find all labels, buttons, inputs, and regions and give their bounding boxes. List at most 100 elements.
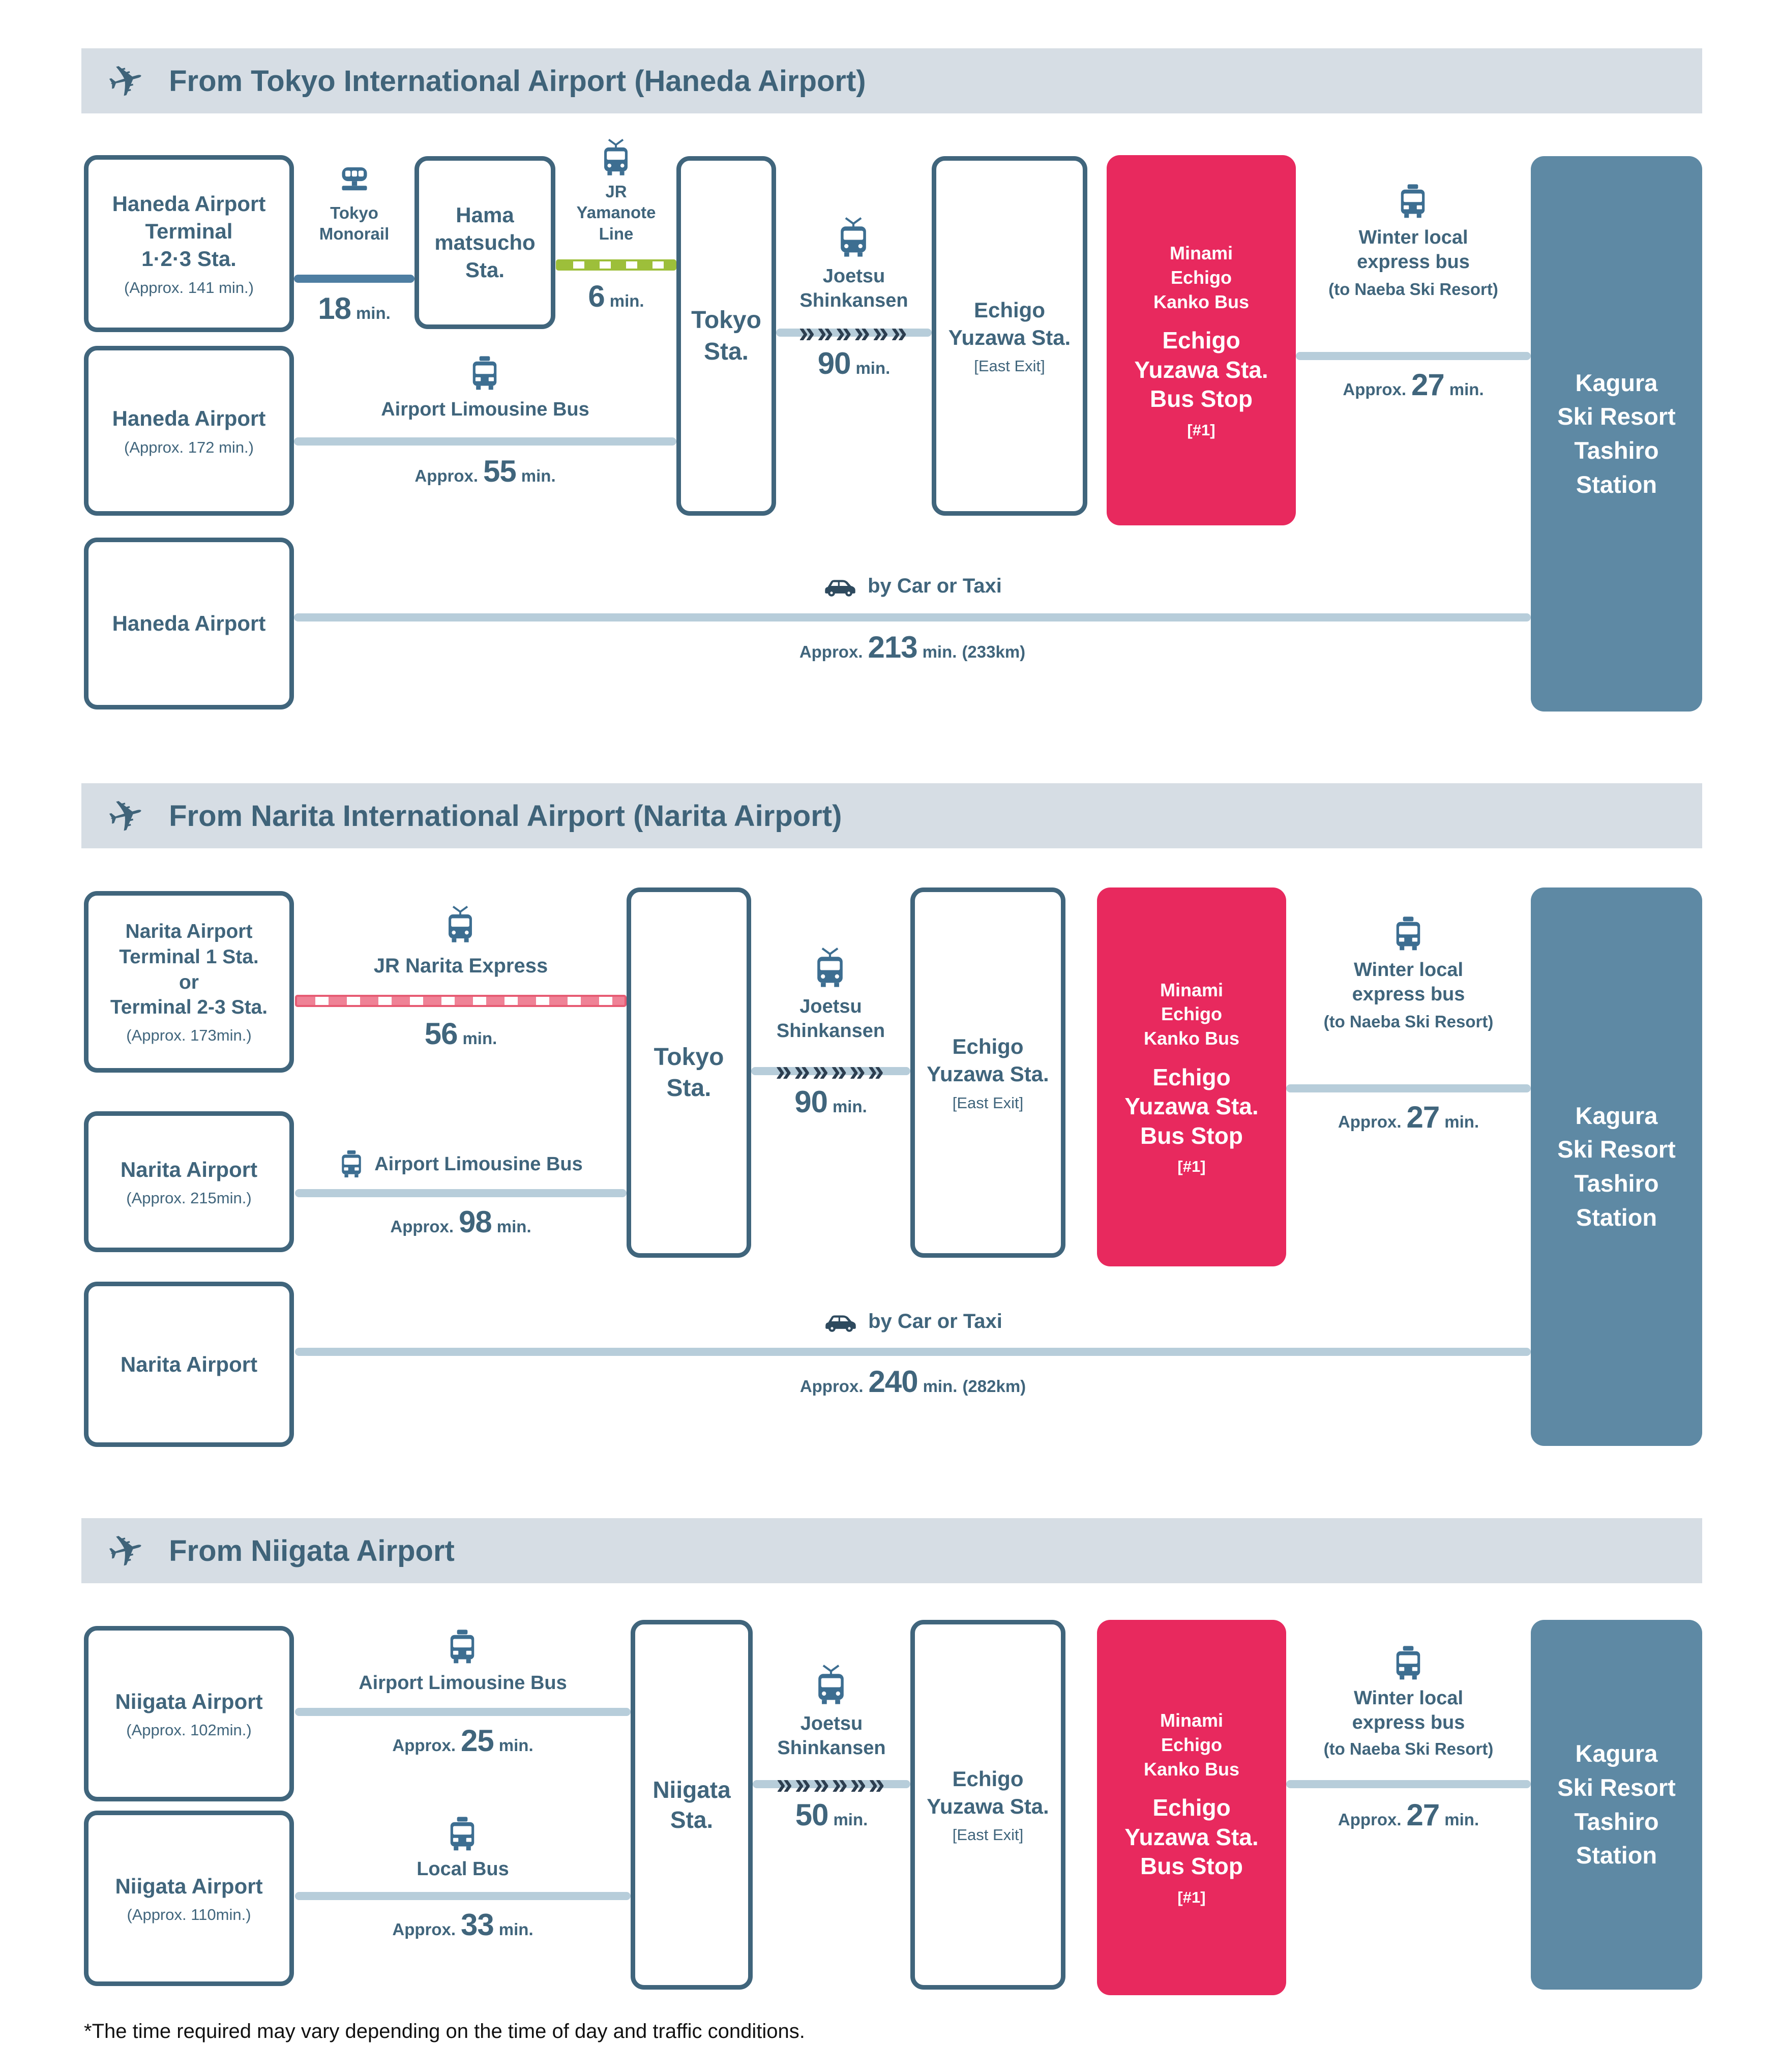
station-exit-note: [East Exit]: [974, 357, 1045, 375]
route-line-narita-express: [295, 995, 627, 1007]
airport-name: Niigata Airport: [115, 1689, 263, 1713]
route-time-narita-express: 56 min.: [295, 1016, 627, 1051]
bus-icon: [1392, 916, 1424, 951]
section-header-narita: ✈ From Narita International Airport (Nar…: [81, 783, 1702, 848]
station-name: Narita Airport Terminal 1 Sta. or Termin…: [110, 920, 268, 1019]
route-label-winter-bus: Winter local express bus: [1352, 959, 1465, 1005]
route-sublabel-winter-bus: (to Naeba Ski Resort): [1328, 280, 1498, 299]
route-label-narita-express: JR Narita Express: [373, 955, 548, 977]
station-box-tokyo: Tokyo Sta.: [676, 156, 776, 516]
route-label-joetsu-shinkansen: Joetsu Shinkansen: [777, 1713, 886, 1759]
route-line-yamanote: [556, 259, 676, 271]
time-unit: min.: [833, 1810, 868, 1829]
airport-box-narita-row3: Narita Airport: [84, 1282, 294, 1447]
footnote: *The time required may vary depending on…: [84, 2020, 805, 2043]
destination-name: Kagura Ski Resort Tashiro Station: [1557, 1740, 1676, 1869]
time-value: 27: [1406, 1798, 1440, 1832]
station-name: Tokyo Sta.: [654, 1043, 724, 1102]
station-box-echigo-yuzawa: Echigo Yuzawa Sta. [East Exit]: [910, 1620, 1065, 1990]
station-box-hamamatsucho: Hama matsucho Sta.: [414, 156, 555, 329]
section-header-niigata: ✈ From Niigata Airport: [81, 1518, 1702, 1583]
shinkansen-icon: [813, 947, 847, 988]
route-label-yamanote: JR Yamanote Line: [576, 182, 656, 243]
time-value: 90: [817, 346, 851, 380]
route-time-limousine-bus: Approx. 98 min.: [295, 1204, 627, 1239]
time-unit: min.: [521, 466, 556, 485]
shinkansen-arrow-pattern: [751, 1055, 910, 1087]
destination-box-kagura: Kagura Ski Resort Tashiro Station: [1531, 1620, 1702, 1990]
route-sublabel-winter-bus: (to Naeba Ski Resort): [1323, 1739, 1494, 1758]
time-value: 25: [461, 1724, 494, 1758]
plane-icon: ✈: [102, 52, 151, 109]
time-prefix: Approx.: [390, 1217, 454, 1236]
bus-stop-name: Echigo Yuzawa Sta. Bus Stop: [1124, 1063, 1259, 1149]
section-title-niigata: From Niigata Airport: [169, 1534, 455, 1567]
time-prefix: Approx.: [414, 466, 479, 485]
station-name: Tokyo Sta.: [691, 307, 761, 365]
duration-note: (Approx. 110min.): [127, 1906, 251, 1924]
route-label-car-taxi: by Car or Taxi: [295, 1306, 1531, 1337]
duration-note: (Approx. 172 min.): [124, 438, 254, 456]
airport-name: Haneda Airport: [112, 406, 266, 431]
time-value: 55: [483, 454, 517, 488]
bus-icon: [447, 1817, 478, 1851]
time-prefix: Approx.: [392, 1736, 456, 1755]
duration-note: (Approx. 102min.): [126, 1721, 252, 1739]
time-unit: min.: [832, 1097, 867, 1116]
bus-label-text: Airport Limousine Bus: [374, 1153, 583, 1175]
destination-name: Kagura Ski Resort Tashiro Station: [1557, 369, 1676, 498]
route-label-tokyo-monorail: Tokyo Monorail: [319, 203, 390, 244]
station-name: Niigata Sta.: [652, 1776, 731, 1833]
route-time-local-bus: Approx. 33 min.: [295, 1907, 631, 1942]
bus-company: Minami Echigo Kanko Bus: [1143, 979, 1240, 1049]
route-label-winter-bus: Winter local express bus: [1352, 1688, 1465, 1733]
time-prefix: Approx.: [1338, 1112, 1402, 1131]
bus-icon: [339, 1150, 364, 1178]
plane-icon: ✈: [102, 1522, 151, 1579]
bus-stop-number: [#1]: [1177, 1888, 1206, 1906]
car-icon: [823, 1310, 858, 1333]
time-unit: min.: [462, 1029, 497, 1048]
station-name: Haneda Airport Terminal 1·2·3 Sta.: [112, 192, 266, 271]
destination-box-kagura: Kagura Ski Resort Tashiro Station: [1531, 156, 1702, 712]
monorail-icon: [339, 163, 370, 194]
route-time-car-taxi: Approx. 213 min. (233km): [294, 630, 1531, 665]
route-line-limousine-bus: [295, 1189, 627, 1197]
airport-box-niigata-row2: Niigata Airport (Approx. 110min.): [84, 1811, 294, 1986]
duration-note: (Approx. 141 min.): [124, 278, 254, 297]
section-title-narita: From Narita International Airport (Narit…: [169, 799, 842, 833]
destination-box-kagura: Kagura Ski Resort Tashiro Station: [1531, 887, 1702, 1446]
route-line-limousine-bus: [295, 1708, 631, 1716]
time-prefix: Approx.: [799, 642, 863, 661]
route-time-joetsu-shinkansen: 90 min.: [751, 1084, 910, 1119]
route-label-local-bus: Local Bus: [417, 1858, 509, 1880]
route-line-car-taxi: [294, 613, 1531, 621]
train-icon: [600, 138, 632, 176]
bus-icon: [469, 356, 500, 391]
time-unit: min.: [1444, 1810, 1479, 1829]
route-line-winter-bus: [1296, 352, 1531, 360]
car-label-text: by Car or Taxi: [868, 1310, 1002, 1333]
station-box-tokyo: Tokyo Sta.: [627, 887, 751, 1258]
route-time-winter-bus: Approx. 27 min.: [1286, 1797, 1531, 1832]
bus-stop-box: Minami Echigo Kanko Bus Echigo Yuzawa St…: [1097, 887, 1286, 1266]
time-value: 213: [868, 630, 917, 664]
bus-company: Minami Echigo Kanko Bus: [1143, 1710, 1240, 1780]
time-prefix: Approx.: [392, 1920, 456, 1939]
airport-box-narita-row2: Narita Airport (Approx. 215min.): [84, 1111, 294, 1252]
shinkansen-icon: [814, 1664, 848, 1705]
route-line-winter-bus: [1286, 1084, 1531, 1092]
car-icon: [823, 574, 857, 598]
airport-box-haneda-row2: Haneda Airport (Approx. 172 min.): [84, 346, 294, 516]
time-value: 33: [461, 1908, 494, 1942]
bus-stop-box: Minami Echigo Kanko Bus Echigo Yuzawa St…: [1107, 155, 1296, 525]
station-name: Echigo Yuzawa Sta.: [948, 298, 1071, 349]
time-unit: min.: [1444, 1112, 1479, 1131]
station-name: Hama matsucho Sta.: [434, 203, 536, 282]
bus-stop-name: Echigo Yuzawa Sta. Bus Stop: [1134, 327, 1268, 412]
section-title-haneda: From Tokyo International Airport (Haneda…: [169, 64, 866, 98]
route-sublabel-winter-bus: (to Naeba Ski Resort): [1323, 1012, 1494, 1031]
time-prefix: Approx.: [799, 1377, 864, 1396]
route-line-winter-bus: [1286, 1780, 1531, 1788]
